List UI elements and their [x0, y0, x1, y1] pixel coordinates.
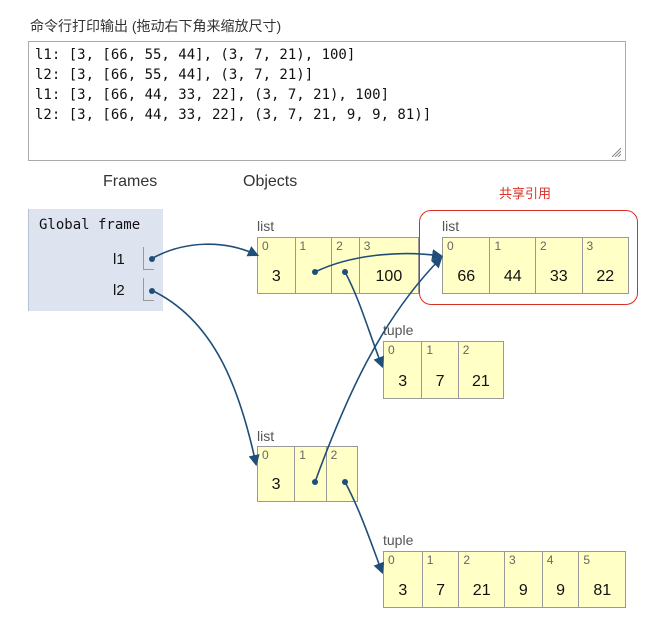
var-l2-slot	[143, 278, 154, 301]
tuple-cell: 0 3	[384, 552, 422, 607]
objects-header: Objects	[243, 173, 298, 190]
shared-list-label: list	[442, 218, 460, 234]
tuple-cell: 5 81	[578, 552, 625, 607]
cell-index: 3	[586, 239, 594, 253]
tuple-cell: 0 3	[384, 342, 421, 398]
pointer-dot	[312, 269, 318, 275]
tuple-cell: 1 7	[421, 552, 459, 607]
shared-list-object: 0 66 1 44 2 33 3 22	[442, 237, 629, 294]
output-title: 命令行打印输出 (拖动右下角来缩放尺寸)	[30, 18, 282, 34]
list-cell: 0 3	[258, 238, 295, 293]
tuple-cell: 2 21	[458, 552, 504, 607]
cell-index: 2	[540, 239, 547, 253]
output-line: l1: [3, [66, 44, 33, 22], (3, 7, 21), 10…	[35, 87, 390, 103]
var-l1-slot	[143, 247, 154, 270]
cell-index: 0	[262, 448, 269, 462]
cell-index: 0	[447, 239, 454, 253]
output-line: l2: [3, [66, 55, 44], (3, 7, 21)]	[35, 67, 314, 83]
arrow-list2b-to-shared	[314, 256, 443, 483]
list-cell: 3 100	[358, 238, 418, 293]
cell-value: 21	[472, 582, 491, 599]
cell-value: 9	[518, 582, 528, 599]
list-cell: 2	[325, 447, 357, 501]
cell-index: 1	[426, 553, 434, 567]
list-cell: 1	[294, 447, 325, 501]
tuple-cell: 2 21	[457, 342, 503, 398]
cell-index: 2	[330, 448, 338, 462]
output-console[interactable]: l1: [3, [66, 55, 44], (3, 7, 21), 100] l…	[28, 41, 626, 161]
arrow-l2-to-list2	[150, 289, 260, 467]
tuple-cell: 3 9	[504, 552, 542, 607]
shared-reference-note: 共享引用	[499, 186, 552, 201]
cell-value: 66	[457, 268, 476, 285]
cell-index: 1	[299, 448, 306, 462]
list-cell: 2 33	[535, 238, 582, 293]
list-cell: 3 22	[581, 238, 629, 293]
cell-index: 1	[299, 239, 307, 253]
cell-value: 33	[549, 268, 568, 285]
list-cell: 1 44	[489, 238, 535, 293]
list-l2-object: 0 3 1 2	[257, 446, 358, 502]
cell-value: 7	[436, 582, 445, 599]
cell-value: 22	[596, 268, 615, 285]
cell-index: 3	[509, 553, 516, 567]
arrow-l1-to-list	[150, 243, 260, 260]
arrow-list1-to-shared	[314, 249, 444, 273]
tuple-big-label: tuple	[383, 532, 414, 548]
cell-index: 1	[426, 343, 434, 357]
cell-index: 0	[388, 553, 395, 567]
cell-value: 21	[471, 373, 490, 390]
cell-index: 0	[388, 343, 395, 357]
cell-value: 9	[556, 582, 565, 599]
pointer-dot	[342, 479, 348, 485]
output-line: l2: [3, [66, 44, 33, 22], (3, 7, 21, 9, …	[35, 107, 432, 123]
global-frame-title: Global frame	[39, 217, 141, 233]
arrow-list2c-to-bigtuple	[344, 481, 385, 575]
frames-header: Frames	[103, 173, 158, 190]
output-line: l1: [3, [66, 55, 44], (3, 7, 21), 100]	[35, 47, 356, 63]
cell-value: 3	[271, 268, 281, 285]
tuple-cell: 4 9	[541, 552, 579, 607]
var-l1-name: l1	[113, 251, 125, 268]
arrow-list2-to-tuple	[344, 271, 384, 369]
cell-index: 3	[363, 239, 371, 253]
cell-index: 5	[583, 553, 591, 567]
list-cell: 1	[294, 238, 332, 293]
cell-index: 0	[262, 239, 269, 253]
shared-reference-highlight	[419, 210, 638, 305]
list-cell: 0 66	[443, 238, 489, 293]
cell-value: 7	[435, 373, 445, 390]
var-l2-name: l2	[113, 282, 125, 299]
cell-index: 4	[546, 553, 554, 567]
tuple-cell: 1 7	[421, 342, 457, 398]
cell-index: 2	[462, 343, 470, 357]
cell-value: 3	[398, 373, 408, 390]
cell-value: 100	[375, 268, 403, 285]
resize-grip-icon[interactable]	[612, 148, 621, 157]
tuple-small-object: 0 3 1 7 2 21	[383, 341, 504, 399]
pointer-dot	[342, 269, 348, 275]
cell-value: 3	[398, 582, 408, 599]
cell-index: 2	[336, 239, 343, 253]
list-l1-label: list	[257, 218, 275, 234]
cell-value: 3	[271, 476, 281, 493]
list-cell: 0 3	[258, 447, 294, 501]
tuple-small-label: tuple	[383, 322, 414, 338]
list-l2-label: list	[257, 428, 275, 444]
cell-value: 44	[503, 268, 522, 285]
tuple-big-object: 0 3 1 7 2 21 3 9 4 9 5 81	[383, 551, 626, 608]
pointer-dot	[312, 479, 318, 485]
cell-value: 81	[593, 582, 612, 599]
list-l1-object: 0 3 1 2 3 100	[257, 237, 419, 294]
cell-index: 2	[463, 553, 471, 567]
cell-index: 1	[494, 239, 502, 253]
